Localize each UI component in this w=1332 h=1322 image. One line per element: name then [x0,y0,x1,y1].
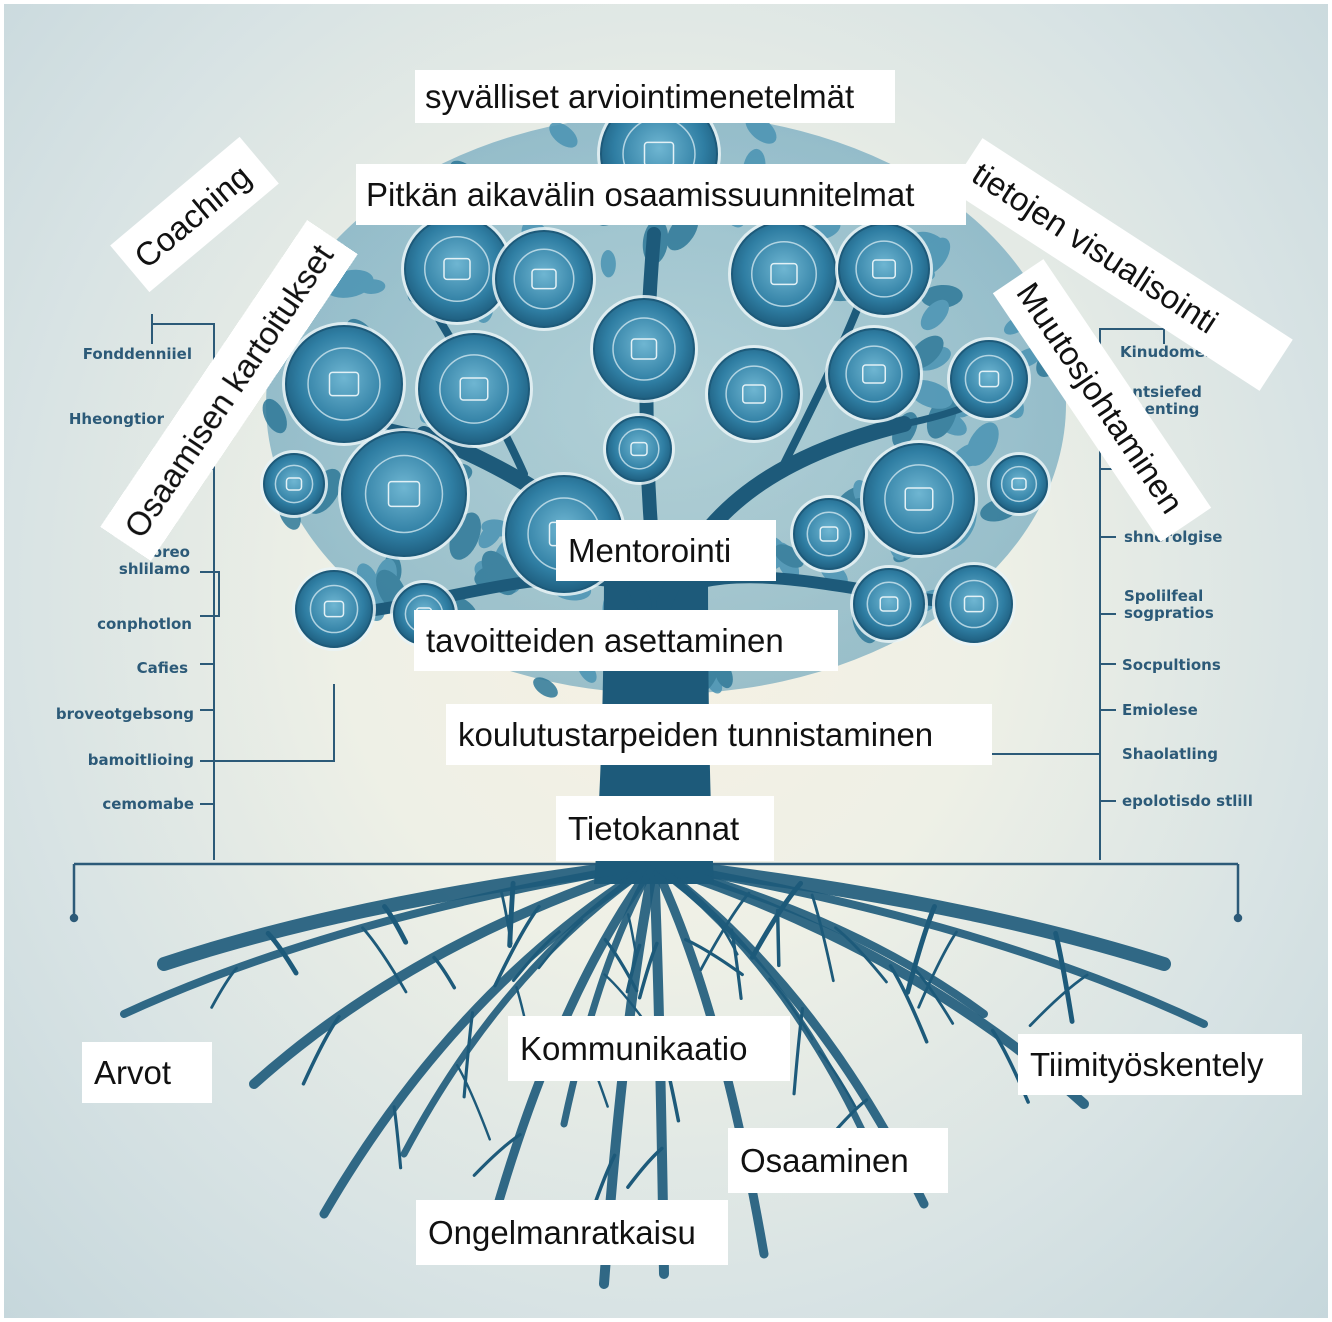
medallion-icon [415,330,533,448]
medallion-icon [705,345,803,443]
medallion-icon [603,413,675,485]
side-label-right-6: Socpultions [1122,657,1221,674]
rootlet [434,958,454,988]
medallion-icon [860,440,978,558]
side-label-left-9: cemomabe [74,796,194,813]
medallion-icon [260,450,328,518]
rootlet [1030,975,1087,1026]
medallion-icon [292,567,376,651]
side-label-left-5: conphotlon [66,616,192,633]
rootlet [628,1148,662,1187]
medallion-icon [835,220,933,318]
label-ongelmanratkaisu: Ongelmanratkaisu [416,1200,728,1265]
medallion-icon [282,322,406,446]
side-label-right-9: epolotisdo stlill [1122,793,1253,810]
side-label-right-5: Spolilfeal sogpratios [1124,588,1214,623]
medallion-icon [987,452,1051,516]
rootlet [457,1065,490,1139]
label-syvalliset-arviointimenetelmat: syvälliset arviointimenetelmät [415,70,895,123]
label-osaaminen: Osaaminen [728,1128,948,1193]
side-label-right-8: Shaolatling [1122,746,1218,763]
label-arvot: Arvot [82,1042,212,1103]
rootlet [1056,933,1072,1021]
medallion-icon [947,337,1031,421]
label-mentorointi: Mentorointi [556,520,776,581]
medallion-icon [932,562,1016,646]
label-tiimityoskentely: Tiimityöskentely [1018,1034,1302,1095]
medallion-icon [825,325,923,423]
side-label-left-6: Cafies [104,660,188,677]
side-label-left-1: Fonddenniiel [60,346,192,363]
medallion-icon [492,227,596,331]
medallion-icon [728,218,840,330]
label-tietokannat: Tietokannat [556,796,774,861]
side-label-left-8: bamoitlioing [54,752,194,769]
rootlet [628,914,636,955]
diagram-canvas: Fonddenniiel Hheongtior ro Coreo shlilam… [4,4,1328,1318]
medallion-icon [850,565,928,643]
medallion-icon [338,428,470,560]
label-koulutustarpeiden-tunnistaminen: koulutustarpeiden tunnistaminen [446,704,992,765]
medallion-icon [790,495,868,573]
side-label-right-7: Emiolese [1122,702,1198,719]
rootlet [394,1107,401,1168]
side-label-left-2: Hheongtior [34,411,164,428]
side-label-left-7: broveotgebsong [34,706,194,723]
label-pitkan-aikavalin: Pitkän aikavälin osaamissuunnitelmat [356,164,966,225]
medallion-icon [590,295,698,403]
label-kommunikaatio: Kommunikaatio [508,1016,790,1081]
label-tavoitteiden-asettaminen: tavoitteiden asettaminen [414,610,838,671]
